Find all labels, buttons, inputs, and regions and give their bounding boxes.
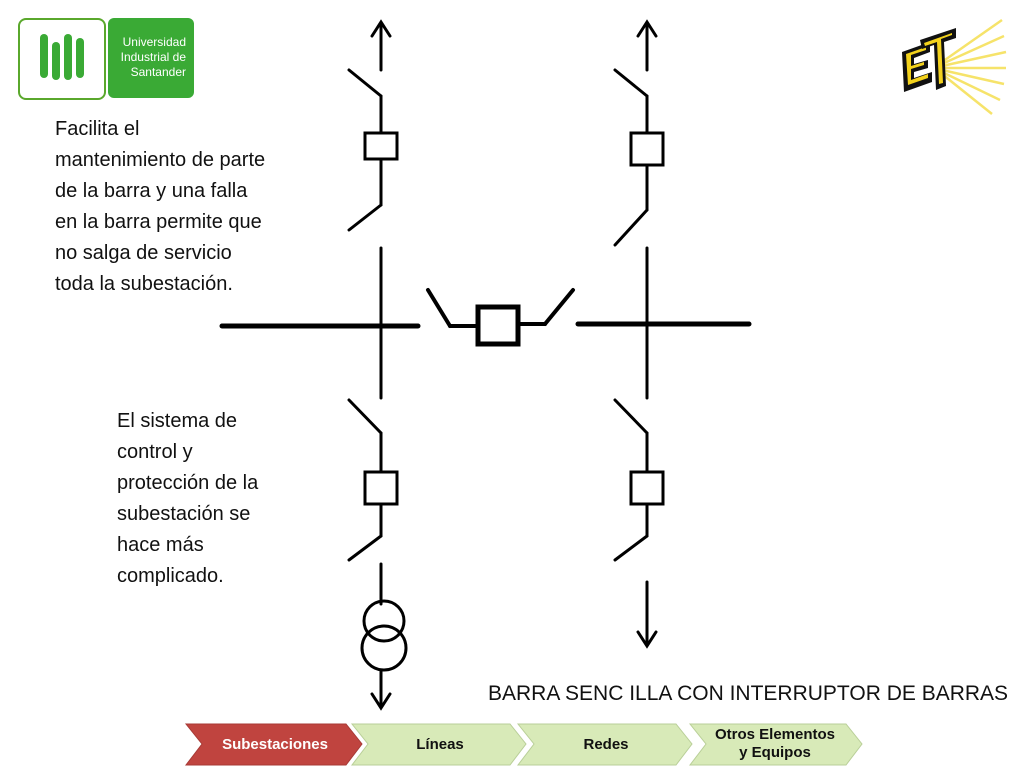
left-top-breaker bbox=[363, 131, 399, 161]
uis-name-line-1: Universidad bbox=[122, 35, 186, 49]
right-top-disconnector-blade bbox=[613, 68, 649, 98]
control-text-line: control y bbox=[117, 441, 193, 463]
control-text-line: subestación se bbox=[117, 503, 251, 525]
control-text-line: hace más bbox=[117, 534, 204, 556]
nav-item-otros-line-1: Otros Elementos bbox=[714, 726, 836, 743]
right-bottom-breaker bbox=[629, 470, 665, 506]
bus-tie-left-disconnector bbox=[426, 288, 452, 328]
maintenance-text-line: Facilita el bbox=[55, 118, 140, 140]
uis-logo: Universidad Industrial de Santander bbox=[18, 18, 194, 100]
diagram-caption: BARRA SENC ILLA CON INTERRUPTOR DE BARRA… bbox=[488, 682, 1009, 705]
control-text-line: protección de la bbox=[117, 472, 259, 494]
transformer-arrow-head bbox=[370, 692, 392, 711]
left-bottom-feeder bbox=[347, 398, 408, 711]
uis-name-line-2: Industrial de bbox=[120, 50, 186, 64]
nav-item-lineas[interactable]: Líneas bbox=[416, 736, 464, 753]
uis-name-line-3: Santander bbox=[130, 65, 186, 79]
transformer-primary-winding bbox=[362, 599, 406, 643]
right-top-feeder bbox=[613, 19, 665, 247]
transformer-secondary-winding bbox=[360, 624, 408, 672]
bus-tie-right-disconnector bbox=[543, 288, 575, 326]
maintenance-text-line: en la barra permite que bbox=[55, 211, 262, 233]
left-bottom-breaker bbox=[363, 470, 399, 506]
right-bottom-feeder bbox=[613, 398, 665, 649]
right-bottom-lower-disconnector bbox=[613, 534, 649, 562]
nav-item-otros-line-2: y Equipos bbox=[739, 744, 811, 761]
et-logo-icon bbox=[880, 12, 1010, 122]
left-top-arrow-head bbox=[370, 19, 392, 38]
right-top-arrow-head bbox=[636, 19, 658, 38]
nav-item-subestaciones[interactable]: Subestaciones bbox=[222, 736, 328, 753]
busbar bbox=[219, 246, 752, 400]
maintenance-text-line: mantenimiento de parte bbox=[55, 149, 266, 171]
maintenance-text: Facilita el mantenimiento de parte de la… bbox=[55, 114, 265, 300]
nav-item-otros-elementos[interactable]: Otros Elementos y Equipos bbox=[700, 726, 850, 762]
right-top-breaker bbox=[629, 131, 665, 167]
left-bottom-disconnector-blade bbox=[347, 398, 383, 435]
right-bottom-disconnector-blade bbox=[613, 398, 649, 435]
control-protection-text: El sistema de control y protección de la… bbox=[117, 406, 258, 592]
maintenance-text-line: de la barra y una falla bbox=[55, 180, 248, 202]
control-text-line: El sistema de bbox=[117, 410, 238, 432]
control-text-line: complicado. bbox=[117, 565, 224, 587]
uis-logo-icon bbox=[18, 18, 106, 100]
left-top-disconnector-blade bbox=[347, 68, 383, 98]
left-top-lower-disconnector bbox=[347, 203, 383, 232]
right-bottom-arrow-head bbox=[636, 630, 658, 649]
maintenance-text-line: toda la subestación. bbox=[55, 273, 233, 295]
uis-logo-name: Universidad Industrial de Santander bbox=[108, 18, 194, 98]
bus-tie-breaker bbox=[426, 288, 575, 347]
left-bottom-lower-disconnector bbox=[347, 534, 383, 562]
maintenance-text-line: no salga de servicio bbox=[55, 242, 232, 264]
right-top-lower-disconnector bbox=[613, 208, 649, 247]
left-top-feeder bbox=[347, 19, 399, 232]
bus-tie-breaker-box bbox=[475, 304, 521, 347]
nav-item-redes[interactable]: Redes bbox=[583, 736, 629, 753]
